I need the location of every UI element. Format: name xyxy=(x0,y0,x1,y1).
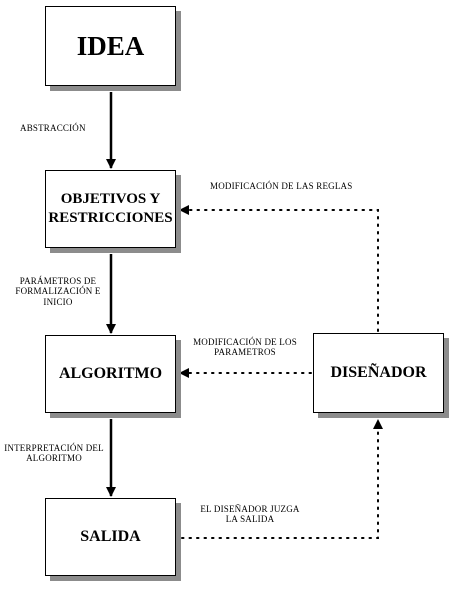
edge-label-interpretacion-line1: INTERPRETACIÓN DEL xyxy=(4,443,104,453)
edge-label-interpretacion: INTERPRETACIÓN DEL ALGORITMO xyxy=(4,443,104,464)
node-objetivos-label-line2: RESTRICCIONES xyxy=(48,210,173,226)
dotted-salida-to-disenador xyxy=(181,419,383,539)
node-objetivos-restricciones: OBJETIVOS Y RESTRICCIONES xyxy=(45,170,176,248)
edge-label-mod-parametros-line1: MODIFICACIÓN DE LOS xyxy=(193,337,297,347)
edge-label-interpretacion-line2: ALGORITMO xyxy=(26,453,82,464)
edge-label-modificacion-reglas: MODIFICACIÓN DE LAS REGLAS xyxy=(210,181,353,191)
edge-label-mod-parametros-line2: PARAMETROS xyxy=(214,347,276,358)
node-idea-label: IDEA xyxy=(76,30,145,61)
dotted-disenador-to-objetivos xyxy=(179,205,379,332)
edge-label-parametros-formalizacion: PARÁMETROS DE FORMALIZACIÓN E INICIO xyxy=(8,276,108,307)
node-disenador-label: DISEÑADOR xyxy=(330,364,427,381)
edge-label-disenador-juzga: EL DISEÑADOR JUZGA LA SALIDA xyxy=(190,504,310,525)
node-objetivos-label-line1: OBJETIVOS Y xyxy=(60,190,161,207)
edge-label-juzga-line2: LA SALIDA xyxy=(225,514,275,525)
node-disenador: DISEÑADOR xyxy=(313,333,444,413)
edge-label-parametros-line2: FORMALIZACIÓN E xyxy=(15,286,101,297)
edge-label-parametros-line3: INICIO xyxy=(43,296,73,307)
node-algoritmo-label: ALGORITMO xyxy=(58,365,163,382)
node-salida-label: SALIDA xyxy=(80,528,141,545)
edge-label-abstraccion: ABSTRACCIÓN xyxy=(20,123,86,133)
edge-label-parametros-line1: PARÁMETROS DE xyxy=(19,276,97,286)
node-algoritmo: ALGORITMO xyxy=(45,335,176,413)
node-idea: IDEA xyxy=(45,6,176,86)
edge-label-juzga-line1: EL DISEÑADOR JUZGA xyxy=(200,504,300,514)
node-salida: SALIDA xyxy=(45,498,176,576)
edge-label-modificacion-parametros: MODIFICACIÓN DE LOS PARAMETROS xyxy=(190,337,300,358)
